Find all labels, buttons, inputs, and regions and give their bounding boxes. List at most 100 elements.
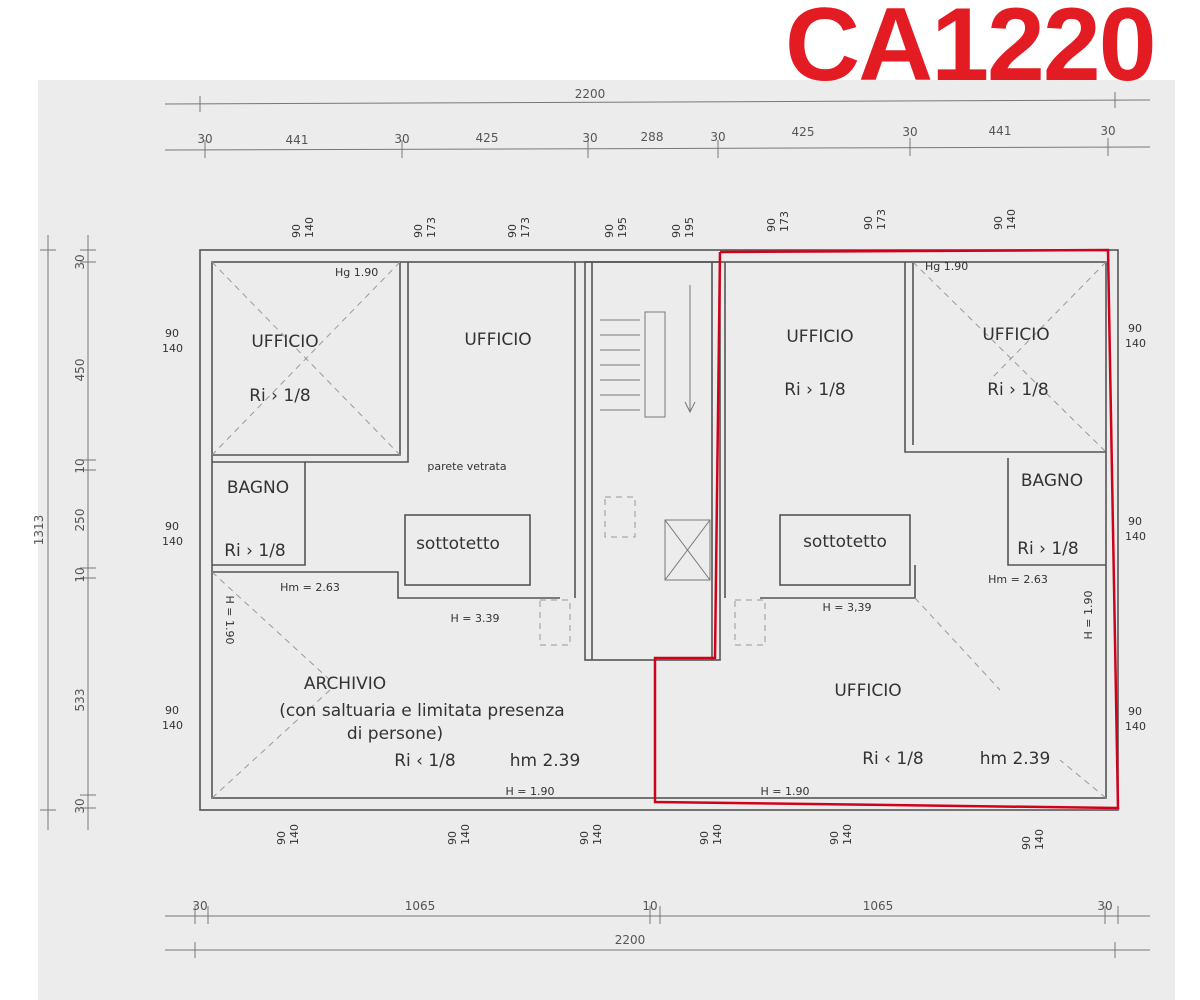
room-height: H = 1.90 [1082, 591, 1095, 640]
window-label: 90 [1128, 705, 1142, 718]
room-ratio: Ri › 1/8 [224, 541, 286, 561]
window-label: 140 [841, 824, 854, 845]
room-name: UFFICIO [464, 330, 531, 350]
window-label: 90 [828, 831, 841, 845]
window-label: 140 [459, 824, 472, 845]
unit-highlight-outline [653, 248, 1120, 810]
room-height: H = 1.90 [223, 596, 236, 645]
window-label: 140 [1125, 337, 1146, 350]
window-label: 140 [711, 824, 724, 845]
left-dimensions: 1313 30 450 10 250 10 533 30 [32, 235, 96, 830]
window-label: 90 [165, 704, 179, 717]
window-label: 173 [875, 209, 888, 230]
room-name: ARCHIVIO [304, 674, 386, 694]
room-ratio: Ri ‹ 1/8 [394, 751, 456, 771]
dim-top: 30 [582, 131, 597, 145]
bottom-dimensions: 30 1065 10 1065 30 2200 [165, 899, 1150, 958]
room-ratio: Ri ‹ 1/8 [862, 749, 924, 769]
window-label: 90 [165, 327, 179, 340]
room-name: UFFICIO [982, 325, 1049, 345]
room-hm: hm 2.39 [980, 749, 1051, 769]
room-note: (con saltuaria e limitata presenza [279, 701, 564, 721]
dim-left: 10 [73, 458, 87, 473]
dim-left: 450 [73, 359, 87, 382]
dim-top: 30 [394, 132, 409, 146]
window-label: 195 [683, 217, 696, 238]
window-label: 140 [1033, 829, 1046, 850]
dim-top: 30 [710, 130, 725, 144]
dim-bottom: 1065 [405, 899, 436, 913]
window-label: 140 [1125, 530, 1146, 543]
window-label: 140 [1125, 720, 1146, 733]
window-label: 140 [303, 217, 316, 238]
dim-top: 30 [902, 125, 917, 139]
room-name: sottotetto [416, 534, 500, 554]
room-height: H = 1.90 [506, 785, 555, 798]
dim-left: 30 [73, 798, 87, 813]
dim-bottom: 1065 [863, 899, 894, 913]
dim-bottom: 30 [192, 899, 207, 913]
window-label: 90 [1020, 836, 1033, 850]
room-height: Hg 1.90 [925, 260, 968, 273]
window-label: 140 [162, 719, 183, 732]
glass-wall-label: parete vetrata [427, 460, 506, 473]
window-label: 90 [992, 216, 1005, 230]
room-name: UFFICIO [251, 332, 318, 352]
window-label: 140 [1005, 209, 1018, 230]
room-height: Hm = 2.63 [988, 573, 1048, 586]
window-label: 90 [670, 224, 683, 238]
room-ratio: Ri › 1/8 [784, 380, 846, 400]
room-hm: hm 2.39 [510, 751, 581, 771]
room-height: H = 3.39 [451, 612, 500, 625]
dim-top: 30 [1100, 124, 1115, 138]
room-ratio: Ri › 1/8 [249, 386, 311, 406]
window-label: 90 [862, 216, 875, 230]
room-note: di persone) [347, 724, 443, 744]
room-labels: UFFICIO Ri › 1/8 Hg 1.90 UFFICIO UFFICIO… [223, 260, 1095, 798]
dim-left: 533 [73, 689, 87, 712]
window-label: 195 [616, 217, 629, 238]
room-name: BAGNO [1021, 471, 1083, 491]
room-height: Hg 1.90 [335, 266, 378, 279]
drawing-sheet [38, 80, 1175, 1000]
listing-code: CA1220 [785, 0, 1157, 103]
window-label: 173 [425, 217, 438, 238]
walls [199, 249, 1119, 811]
window-label: 140 [162, 535, 183, 548]
dim-left: 250 [73, 509, 87, 532]
dim-bottom: 10 [642, 899, 657, 913]
room-height: Hm = 2.63 [280, 581, 340, 594]
dim-top: 441 [286, 133, 309, 147]
window-label: 90 [1128, 322, 1142, 335]
window-label: 90 [698, 831, 711, 845]
dim-left: 30 [73, 254, 87, 269]
dim-top: 425 [476, 131, 499, 145]
window-label: 90 [165, 520, 179, 533]
room-ratio: Ri › 1/8 [1017, 539, 1079, 559]
room-name: UFFICIO [786, 327, 853, 347]
room-name: UFFICIO [834, 681, 901, 701]
dim-top: 425 [792, 125, 815, 139]
window-label: 173 [778, 211, 791, 232]
dim-top: 441 [989, 124, 1012, 138]
window-label: 90 [603, 224, 616, 238]
window-label: 90 [290, 224, 303, 238]
dim-top: 288 [641, 130, 664, 144]
window-label: 140 [162, 342, 183, 355]
room-ratio: Ri › 1/8 [987, 380, 1049, 400]
room-name: BAGNO [227, 478, 289, 498]
window-label: 140 [288, 824, 301, 845]
window-label: 90 [446, 831, 459, 845]
room-height: H = 1.90 [761, 785, 810, 798]
dim-bottom-total: 2200 [615, 933, 646, 947]
dim-bottom: 30 [1097, 899, 1112, 913]
top-dimensions: 2200 30 441 30 425 30 288 30 425 30 441 … [164, 87, 1151, 158]
window-label: 90 [578, 831, 591, 845]
room-height: H = 3,39 [823, 601, 872, 614]
window-label: 140 [591, 824, 604, 845]
window-label: 90 [1128, 515, 1142, 528]
dim-left-total: 1313 [32, 515, 46, 546]
window-label: 90 [275, 831, 288, 845]
